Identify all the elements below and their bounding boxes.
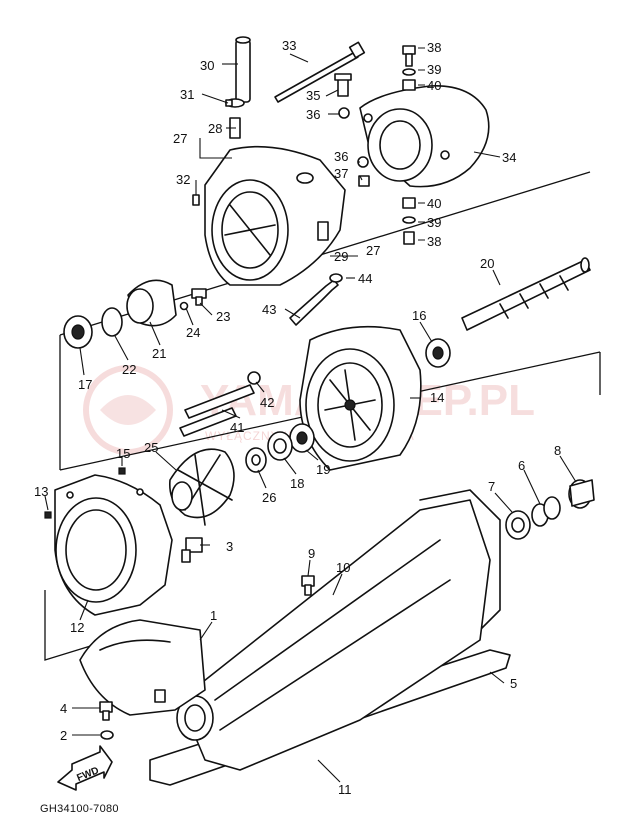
callout-9: 9: [308, 546, 315, 561]
part-2-washer: [100, 730, 114, 740]
callout-24: 24: [186, 325, 200, 340]
callout-42: 42: [260, 395, 274, 410]
part-16-bearing: [425, 338, 451, 368]
callout-32: 32: [176, 172, 190, 187]
part-1-shroud: [79, 619, 206, 716]
part-13-pin: [44, 511, 52, 519]
part-30-pipe: [235, 36, 251, 103]
part-25-impeller: [168, 448, 235, 526]
part-12-housing: [54, 474, 173, 616]
callout-39-bottom: 39: [427, 215, 441, 230]
part-8-cap: [568, 479, 595, 509]
part-7-gear: [505, 510, 531, 540]
callout-19: 19: [316, 462, 330, 477]
callout-6: 6: [518, 458, 525, 473]
callout-10: 10: [336, 560, 350, 575]
part-42-clip: [247, 371, 261, 385]
callout-35: 35: [306, 88, 320, 103]
callout-17: 17: [78, 377, 92, 392]
callout-38-bottom: 38: [427, 234, 441, 249]
fwd-arrow-icon: FWD: [57, 745, 113, 791]
callout-31: 31: [180, 87, 194, 102]
callout-30: 30: [200, 58, 214, 73]
callout-40-top: 40: [427, 78, 441, 93]
callout-2: 2: [60, 728, 67, 743]
callout-36-bottom: 36: [334, 149, 348, 164]
part-34-nozzle: [359, 85, 490, 188]
leader-lines: [44, 47, 577, 783]
part-23-bolt: [191, 288, 207, 306]
callout-1: 1: [210, 608, 217, 623]
callout-26: 26: [262, 490, 276, 505]
callout-33: 33: [282, 38, 296, 53]
callout-41: 41: [230, 420, 244, 435]
callout-22: 22: [122, 362, 136, 377]
part-4-bolt: [99, 701, 113, 721]
callout-4: 4: [60, 701, 67, 716]
part-33-long-bolt: [274, 41, 366, 103]
callout-40-bottom: 40: [427, 196, 441, 211]
part-20-drive-shaft: [461, 257, 591, 331]
callout-43: 43: [262, 302, 276, 317]
part-41-pins: [179, 384, 255, 437]
callout-20: 20: [480, 256, 494, 271]
callout-38-top: 38: [427, 40, 441, 55]
part-11-intake-duct: [176, 499, 491, 771]
callout-21: 21: [152, 346, 166, 361]
callout-18: 18: [290, 476, 304, 491]
drawing-number: GH34100-7080: [40, 803, 119, 815]
callout-36-top: 36: [306, 107, 320, 122]
callout-27-bottom: 27: [366, 243, 380, 258]
part-3-bracket: [181, 537, 203, 563]
callout-14: 14: [430, 390, 444, 405]
part-44-clip: [329, 273, 343, 283]
callout-12: 12: [70, 620, 84, 635]
part-15-pin: [118, 467, 126, 475]
part-27-nozzle-duct: [204, 145, 346, 286]
part-31-clamp: [225, 98, 245, 108]
callout-7: 7: [488, 479, 495, 494]
callout-29: 29: [334, 249, 348, 264]
part-9-bolt: [301, 575, 315, 596]
part-19-bearing: [289, 423, 315, 453]
part-24-washer: [179, 301, 189, 311]
callout-34: 34: [502, 150, 516, 165]
callout-13: 13: [34, 484, 48, 499]
callout-25: 25: [144, 440, 158, 455]
callout-5: 5: [510, 676, 517, 691]
callout-23: 23: [216, 309, 230, 324]
callout-8: 8: [554, 443, 561, 458]
callout-37: 37: [334, 166, 348, 181]
callout-39-top: 39: [427, 62, 441, 77]
callout-27-top: 27: [173, 131, 187, 146]
callout-28: 28: [208, 121, 222, 136]
callout-44: 44: [358, 271, 372, 286]
part-21-cap: [126, 279, 177, 327]
part-26-spacer: [245, 447, 267, 473]
callout-15: 15: [116, 446, 130, 461]
part-43-hose: [289, 279, 339, 326]
part-22-o-ring: [101, 307, 123, 337]
callout-16: 16: [412, 308, 426, 323]
callout-3: 3: [226, 539, 233, 554]
part-17-seal: [63, 315, 93, 349]
part-6-rings: [531, 496, 561, 527]
callout-11: 11: [338, 782, 352, 797]
part-35-fitting: [334, 73, 352, 97]
part-14-impeller-housing: [299, 325, 422, 471]
part-32-pin: [192, 194, 200, 206]
fasteners-36-40: [338, 45, 416, 245]
callout-labels: 30 31 33 35 36 36 37 34 38 39 40 40 39 3…: [34, 38, 561, 797]
part-18-bearing: [267, 431, 293, 461]
